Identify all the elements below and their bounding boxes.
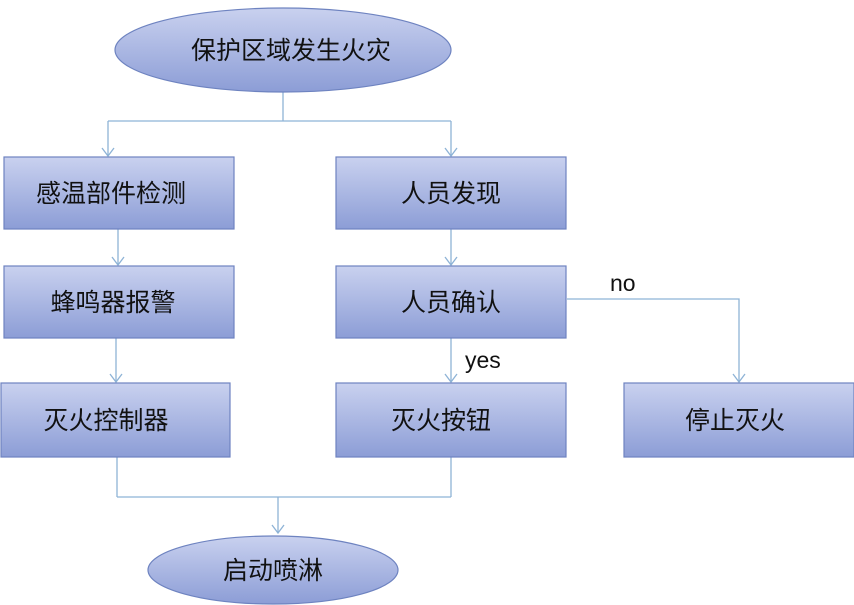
arrowhead-to-controller: [109, 373, 123, 384]
person-find-label: 人员发现: [401, 179, 501, 208]
end-node: 启动喷淋: [147, 535, 399, 605]
arrowhead-to-stop: [732, 373, 746, 384]
button-label: 灭火按钮: [391, 406, 491, 435]
controller-node: 灭火控制器: [0, 382, 231, 458]
arrowhead-to-confirm: [444, 256, 458, 267]
arrowhead-to-end: [271, 524, 285, 535]
arrowhead-to-person-find: [444, 147, 458, 158]
start-node: 保护区域发生火灾: [114, 7, 452, 93]
button-node: 灭火按钮: [335, 382, 567, 458]
arrowhead-to-buzzer: [111, 256, 125, 267]
edge-label-yes: yes: [465, 347, 501, 373]
start-label: 保护区域发生火灾: [191, 36, 391, 65]
arrowhead-to-button: [444, 373, 458, 384]
connector-confirm-stop: [567, 298, 740, 382]
connectors: [101, 92, 746, 535]
buzzer-node: 蜂鸣器报警: [3, 265, 235, 339]
person-confirm-node: 人员确认: [335, 265, 567, 339]
person-confirm-label: 人员确认: [401, 288, 501, 317]
stop-node: 停止灭火: [623, 382, 854, 458]
sensor-label: 感温部件检测: [36, 179, 186, 208]
edge-label-no: no: [610, 270, 636, 296]
end-label: 启动喷淋: [223, 556, 323, 585]
buzzer-label: 蜂鸣器报警: [50, 288, 175, 317]
arrowhead-to-sensor: [101, 147, 115, 158]
sensor-node: 感温部件检测: [3, 156, 235, 230]
controller-label: 灭火控制器: [43, 406, 168, 435]
person-find-node: 人员发现: [335, 156, 567, 230]
stop-label: 停止灭火: [685, 406, 785, 435]
